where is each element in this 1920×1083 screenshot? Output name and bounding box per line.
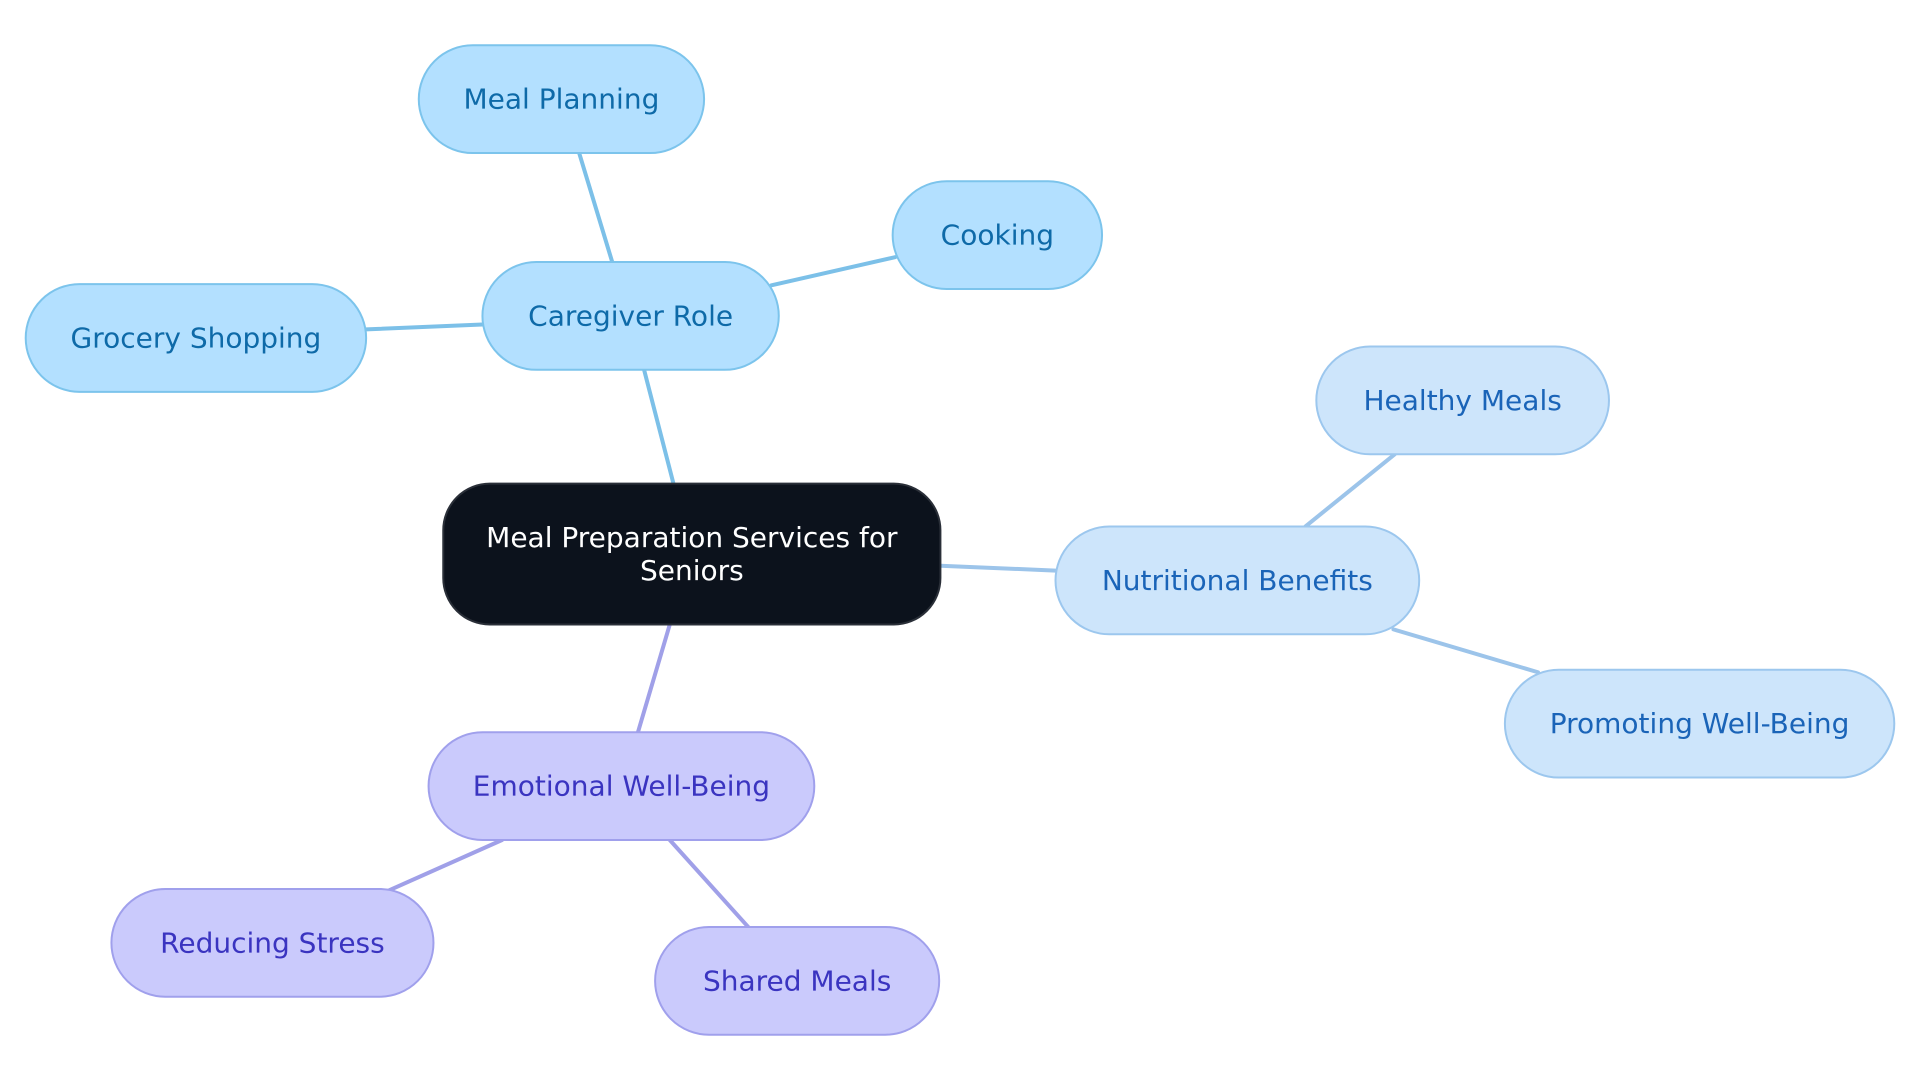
node-box-grocery-shopping [24,283,368,393]
node-label-meal-planning: Meal Planning [464,83,660,116]
node-box-root [442,482,942,626]
node-label-grocery-shopping: Grocery Shopping [71,321,322,354]
node-box-nutritional-benefits [1054,525,1421,636]
edge-caregiver-role-to-caregiver-role [577,151,615,265]
node-label-reducing-stress: Reducing Stress [160,926,385,959]
node-label-healthy-meals: Healthy Meals [1363,384,1561,417]
node-box-meal-planning [417,44,706,155]
node-box-reducing-stress [110,887,435,998]
node-box-cooking [891,180,1104,290]
edge-caregiver-role-to-caregiver-role [769,255,898,288]
node-box-promoting-well-being [1503,668,1896,779]
edge-caregiver-role-to-caregiver-role [364,322,485,332]
node-meal-planning: Meal Planning [417,44,706,155]
node-shared-meals: Shared Meals [654,925,941,1036]
edge-root-to-nutritional-benefits [938,563,1058,573]
node-label-root-line-2: Seniors [640,554,744,587]
edge-root-to-emotional-well-being [635,622,672,735]
node-grocery-shopping: Grocery Shopping [24,283,368,393]
node-box-caregiver-role [481,261,780,371]
node-label-shared-meals: Shared Meals [703,964,891,997]
edge-root-to-caregiver-role [642,367,676,486]
node-promoting-well-being: Promoting Well-Being [1503,668,1896,779]
node-reducing-stress: Reducing Stress [110,887,435,998]
node-label-emotional-well-being: Emotional Well-Being [473,770,770,803]
edge-nutritional-benefits-to-nutritional-benefits [1391,627,1540,675]
node-nutritional-benefits: Nutritional Benefits [1054,525,1421,636]
node-box-healthy-meals [1315,345,1610,456]
edge-emotional-well-being-to-emotional-well-being [667,838,751,929]
node-label-promoting-well-being: Promoting Well-Being [1550,707,1850,740]
node-label-cooking: Cooking [941,219,1054,252]
node-emotional-well-being: Emotional Well-Being [427,731,816,841]
node-label-nutritional-benefits: Nutritional Benefits [1102,564,1373,597]
node-cooking: Cooking [891,180,1104,290]
edges-layer [364,151,1540,929]
node-caregiver-role: Caregiver Role [481,261,780,371]
node-label-root-line-1: Meal Preparation Services for [486,521,898,554]
node-box-shared-meals [654,925,941,1036]
node-healthy-meals: Healthy Meals [1315,345,1610,456]
node-box-emotional-well-being [427,731,816,841]
edge-nutritional-benefits-to-nutritional-benefits [1303,452,1397,529]
edge-emotional-well-being-to-emotional-well-being [387,838,505,893]
node-label-caregiver-role: Caregiver Role [528,299,733,332]
